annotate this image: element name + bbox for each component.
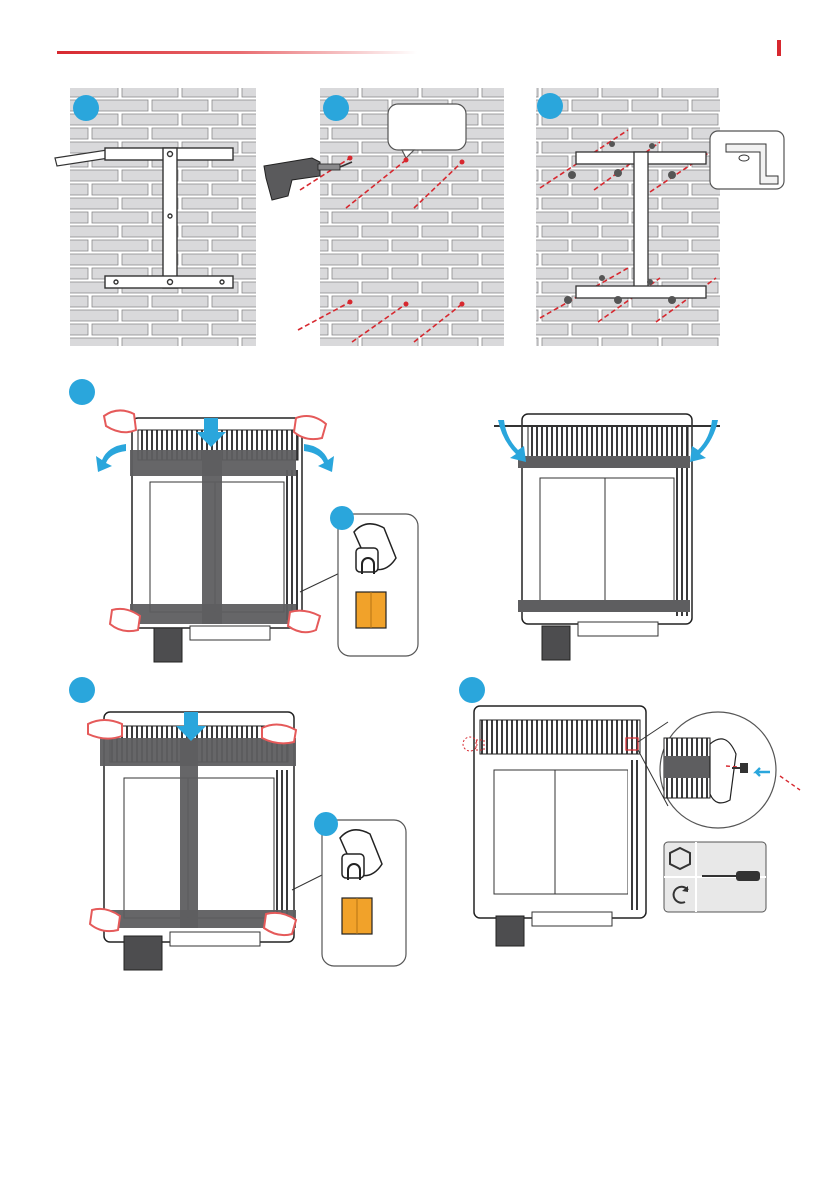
step-badge-2 (323, 95, 349, 121)
step-badge-4 (69, 379, 95, 405)
panel-1-bracket-placement (55, 88, 256, 346)
inverter-unit (474, 706, 646, 946)
lifting-strap (180, 738, 198, 928)
step-badge-3 (537, 93, 563, 119)
step-badge-7 (314, 812, 338, 836)
panel-3-anchoring (536, 88, 784, 346)
slot-hole-icon (739, 155, 749, 161)
callout-box (388, 104, 466, 150)
step-badge-6 (69, 677, 95, 703)
step-badge-1 (73, 95, 99, 121)
panel-5-hanging (494, 414, 720, 660)
inverter-unit (522, 414, 692, 660)
lifting-strap (518, 456, 690, 468)
step-badge-5 (330, 506, 354, 530)
panel-7-securing (459, 677, 800, 946)
lifting-strap (202, 450, 222, 624)
panel-2-drilling (264, 88, 504, 346)
brick-wall (536, 88, 720, 346)
rotate-arrow-icon (304, 444, 334, 472)
step-badge-8 (459, 677, 485, 703)
rotate-arrow-icon (96, 444, 126, 472)
panel-6-positioning (69, 677, 406, 970)
lifting-strap (518, 600, 690, 612)
panel-4-lifting (69, 379, 418, 662)
